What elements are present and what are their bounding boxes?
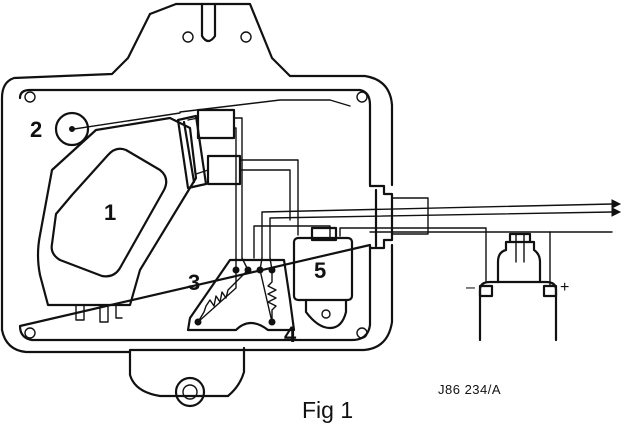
component-5-top	[310, 226, 338, 242]
harness-out-3	[253, 225, 331, 259]
label-component-2: 2	[30, 117, 42, 142]
plug-lower	[206, 154, 242, 186]
wire-d	[239, 169, 291, 221]
label-component-1: 1	[104, 200, 116, 225]
module-1-inner	[50, 147, 168, 278]
label-component-5: 5	[314, 258, 326, 283]
wire-a	[233, 117, 243, 259]
housing-inner-wall	[18, 88, 372, 342]
screw-hole	[182, 31, 194, 43]
harness-out-1	[261, 203, 613, 259]
resistor-board	[186, 258, 296, 332]
harness-out-4	[339, 227, 487, 283]
arrow-head	[611, 207, 622, 217]
capacitor-lead	[73, 112, 181, 130]
coil-tower	[496, 240, 542, 284]
resistor-3	[197, 269, 249, 323]
coil-terminal-left	[478, 284, 494, 298]
terminal-wire	[235, 257, 273, 271]
label-component-3: 3	[188, 270, 200, 295]
component-5-bracket	[304, 298, 348, 330]
component-5-body	[292, 236, 354, 302]
screw-hole	[24, 91, 36, 103]
plug-upper	[196, 108, 236, 140]
harness-out-2	[269, 211, 613, 259]
arrow-head	[611, 199, 622, 209]
screw-hole	[356, 91, 368, 103]
module-legs	[75, 304, 123, 323]
coil-terminal-right	[542, 284, 558, 298]
grommet	[368, 184, 394, 250]
wire-b	[233, 127, 237, 259]
capacitor-2	[54, 111, 90, 147]
mount-hole	[174, 376, 206, 408]
top-slot	[200, 2, 217, 43]
plate-left-edge	[0, 12, 152, 354]
screw-hole	[24, 327, 36, 339]
module-connector	[176, 114, 208, 190]
plug-link	[195, 169, 209, 175]
figure-caption: Fig 1	[302, 397, 353, 423]
plug-link	[187, 117, 199, 121]
wire-c	[239, 159, 299, 236]
screw-hole	[240, 31, 252, 43]
resistor-4	[267, 269, 277, 323]
coil-tower-top	[508, 232, 532, 244]
resistor-link	[197, 269, 273, 323]
label-minus: –	[466, 279, 475, 296]
wire-e	[179, 99, 351, 113]
mount-hole-inner	[182, 384, 198, 400]
module-1-outer	[36, 116, 198, 307]
component-5-hole	[321, 309, 331, 319]
screw-hole	[356, 327, 368, 339]
grommet-sleeve	[391, 197, 429, 235]
reference-code: J86 234/A	[438, 382, 501, 397]
mounting-plate	[128, 2, 394, 398]
label-plus: +	[560, 279, 569, 296]
label-component-4: 4	[284, 322, 297, 347]
